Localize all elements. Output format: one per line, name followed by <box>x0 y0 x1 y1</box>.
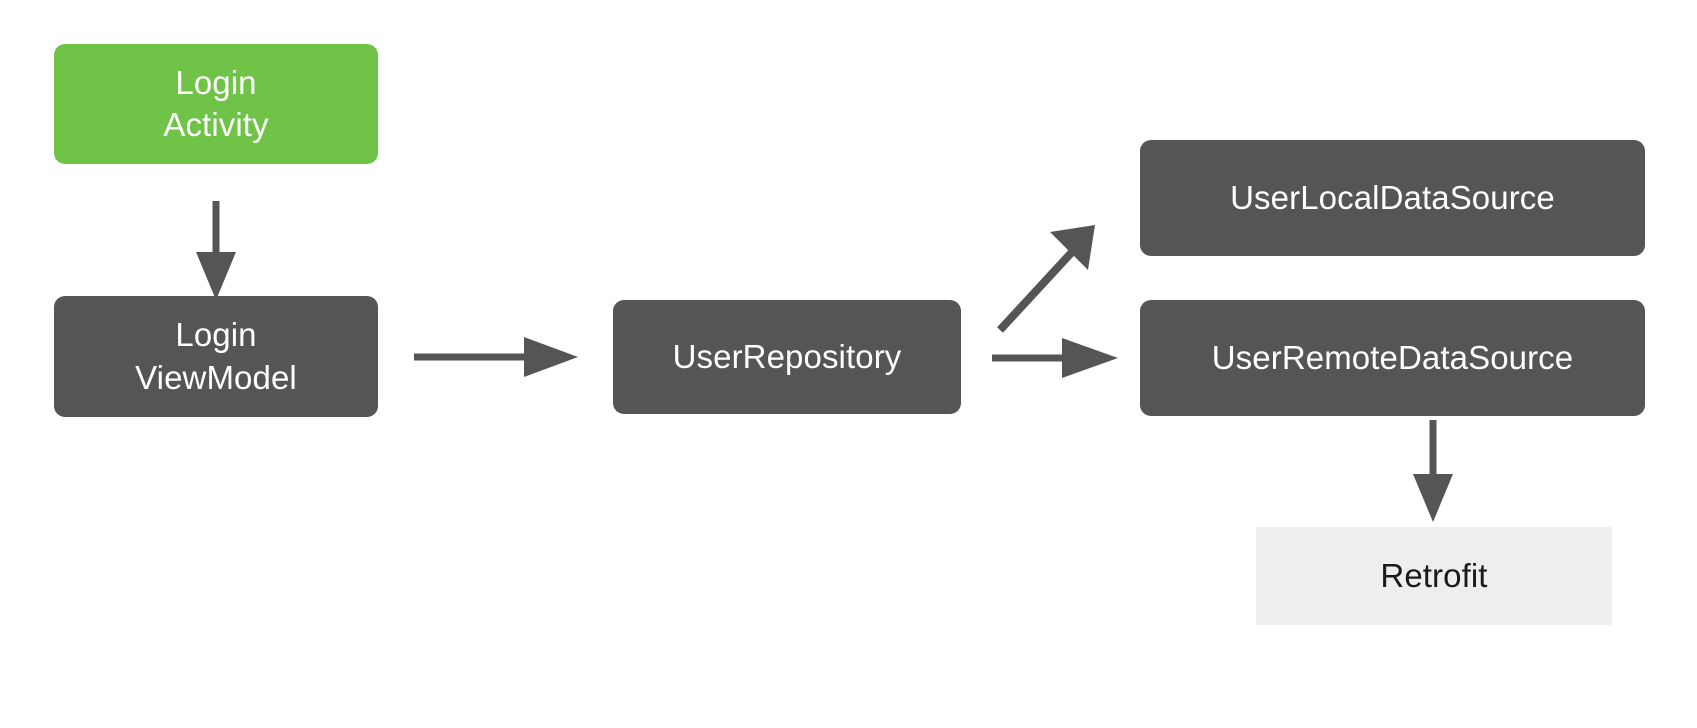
edge-login-viewmodel-to-user-repository <box>414 337 578 377</box>
node-user-repository[interactable]: UserRepository <box>613 300 961 414</box>
node-user-local-datasource[interactable]: UserLocalDataSource <box>1140 140 1645 256</box>
node-retrofit[interactable]: Retrofit <box>1256 527 1612 625</box>
edge-login-activity-to-login-viewmodel <box>196 201 236 300</box>
node-login-viewmodel[interactable]: Login ViewModel <box>54 296 378 417</box>
edge-user-repository-to-user-remote-datasource <box>992 338 1118 378</box>
node-user-remote-datasource[interactable]: UserRemoteDataSource <box>1140 300 1645 416</box>
node-login-activity[interactable]: Login Activity <box>54 44 378 164</box>
edge-user-repository-to-user-local-datasource <box>997 225 1095 333</box>
edge-user-remote-datasource-to-retrofit <box>1413 420 1453 522</box>
